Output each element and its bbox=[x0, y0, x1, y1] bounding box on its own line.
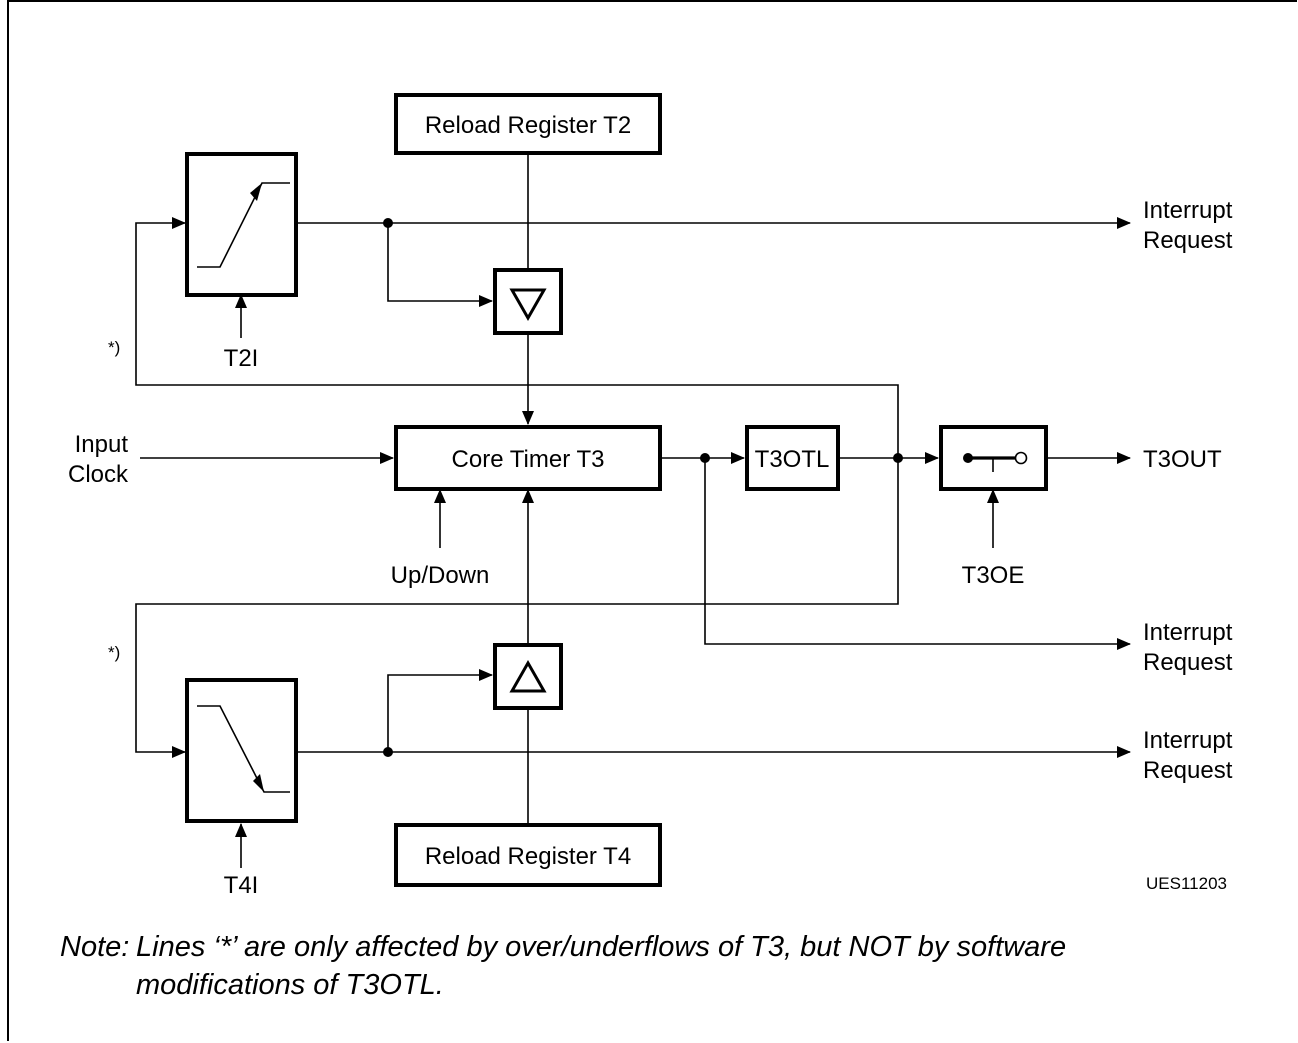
line-t4-branch-to-trigger bbox=[387, 669, 493, 752]
interrupt-label-line1: Interrupt bbox=[1143, 197, 1233, 224]
figure-id: UES11203 bbox=[1146, 874, 1227, 893]
line-feedback-lower bbox=[135, 456, 899, 758]
interrupt-label-line1: Interrupt bbox=[1143, 619, 1233, 646]
junction-dot bbox=[700, 453, 710, 463]
interrupt-label-line2: Request bbox=[1143, 757, 1233, 784]
output-enable-switch-block bbox=[939, 425, 1048, 491]
up-down-label: Up/Down bbox=[391, 562, 490, 589]
junction-dot bbox=[383, 218, 393, 228]
note-prefix: Note: bbox=[60, 931, 130, 963]
reload-register-t2-block: Reload Register T2 bbox=[394, 93, 662, 155]
interrupt-label-line2: Request bbox=[1143, 649, 1233, 676]
t2i-label: T2I bbox=[224, 345, 259, 372]
reload-register-t2-label: Reload Register T2 bbox=[425, 112, 631, 139]
asterisk-mark-lower: *) bbox=[108, 643, 120, 662]
t2-edge-select-block bbox=[185, 152, 298, 297]
reload-up-trigger-icon bbox=[493, 643, 563, 710]
interrupt-label-line1: Interrupt bbox=[1143, 727, 1233, 754]
reload-register-t4-label: Reload Register T4 bbox=[425, 843, 631, 870]
reload-down-trigger-icon bbox=[493, 268, 563, 335]
line-t2-branch-to-trigger bbox=[387, 223, 493, 307]
reload-register-t4-block: Reload Register T4 bbox=[394, 823, 662, 887]
note-line2: modifications of T3OTL. bbox=[136, 969, 444, 1001]
figure-frame bbox=[7, 0, 1297, 1041]
junction-dot bbox=[893, 453, 903, 463]
note-line1: Lines ‘*’ are only affected by over/unde… bbox=[136, 931, 1067, 963]
input-clock-label-line2: Clock bbox=[68, 461, 129, 488]
asterisk-mark-upper: *) bbox=[108, 338, 120, 357]
interrupt-label-line2: Request bbox=[1143, 227, 1233, 254]
input-clock-label-line1: Input bbox=[75, 431, 129, 458]
junction-dot bbox=[383, 747, 393, 757]
line-core-to-interrupt bbox=[704, 458, 1131, 650]
t3oe-label: T3OE bbox=[962, 562, 1025, 589]
t4i-label: T4I bbox=[224, 872, 259, 899]
core-timer-t3-label: Core Timer T3 bbox=[452, 446, 605, 473]
line-feedback-upper bbox=[135, 217, 899, 456]
t3otl-block: T3OTL bbox=[745, 425, 840, 491]
core-timer-t3-block: Core Timer T3 bbox=[394, 425, 662, 491]
t3out-label: T3OUT bbox=[1143, 446, 1222, 473]
t3otl-label: T3OTL bbox=[755, 446, 830, 473]
t4-edge-select-block bbox=[185, 678, 298, 823]
